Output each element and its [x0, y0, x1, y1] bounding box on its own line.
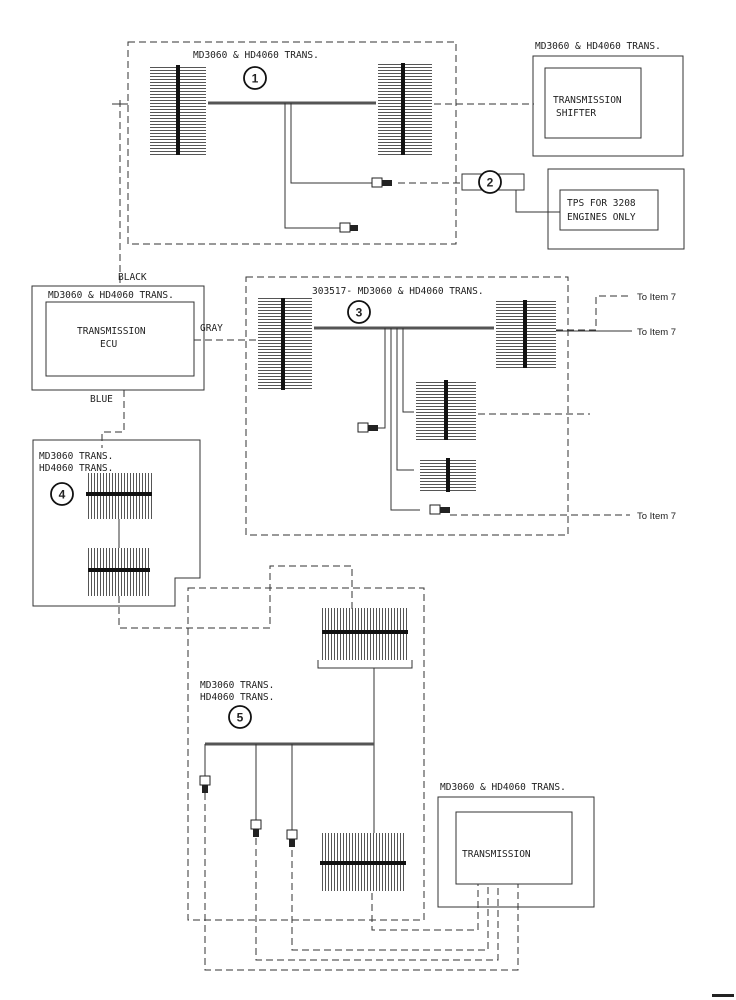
item5-callout[interactable]: 5: [228, 705, 252, 729]
item3-callout[interactable]: 3: [347, 300, 371, 324]
item3-boundary: [245, 276, 569, 536]
item4-callout[interactable]: 4: [50, 482, 74, 506]
item3-small-connector-2: [429, 504, 450, 515]
shifter-header: MD3060 & HD4060 TRANS.: [535, 41, 661, 52]
item1-harness: MD3060 & HD4060 TRANS. 1: [127, 41, 457, 245]
item5-label-line1: MD3060 TRANS.: [200, 680, 274, 691]
item3-right-connector: [496, 300, 556, 368]
item5-top-connector: [317, 608, 413, 669]
shifter-line1: TRANSMISSION: [553, 95, 622, 106]
item5-number: 5: [237, 711, 244, 725]
item5-bottom-connector: [320, 833, 406, 891]
item3-mid-connector-2: [420, 458, 476, 492]
item2-number: 2: [487, 176, 494, 190]
item4-label-line1: MD3060 TRANS.: [39, 451, 113, 462]
transmission-shifter: MD3060 & HD4060 TRANS. TRANSMISSION SHIF…: [532, 41, 684, 157]
item3-mid-connector-1: [416, 380, 476, 440]
item1-number: 1: [252, 72, 259, 86]
item1-small-connector-2: [339, 222, 358, 233]
corner-mark: [712, 994, 734, 997]
transmission-ecu: BLACK MD3060 & HD4060 TRANS. TRANSMISSIO…: [31, 272, 223, 405]
item3-left-connector: [258, 298, 312, 390]
item5-small-connector-2: [250, 819, 262, 837]
item4-boundary: [32, 439, 201, 607]
transmission-line1: TRANSMISSION: [462, 849, 531, 860]
shifter-line2: SHIFTER: [556, 108, 596, 119]
item1-left-connector: [150, 65, 206, 155]
ecu-header: MD3060 & HD4060 TRANS.: [48, 290, 174, 301]
wire-label-blue: BLUE: [90, 394, 113, 405]
item1-label: MD3060 & HD4060 TRANS.: [193, 50, 319, 61]
item4-number: 4: [59, 488, 66, 502]
ref-top-label[interactable]: To Item 7: [637, 292, 676, 303]
item1-boundary: [127, 41, 457, 245]
ref-middle-label[interactable]: To Item 7: [637, 327, 676, 338]
item3-small-connector-1: [357, 422, 378, 433]
item5-boundary: [187, 587, 425, 921]
item5-small-connector-3: [286, 829, 298, 847]
item4-top-connector: [86, 473, 152, 519]
item4-label-line2: HD4060 TRANS.: [39, 463, 113, 474]
item3-label: 303517- MD3060 & HD4060 TRANS.: [312, 286, 484, 297]
item2-callout[interactable]: 2: [478, 170, 502, 194]
item4-bottom-connector: [88, 548, 150, 596]
tps-line1: TPS FOR 3208: [567, 198, 636, 209]
tps-line2: ENGINES ONLY: [567, 212, 636, 223]
item5-label-line2: HD4060 TRANS.: [200, 692, 274, 703]
item1-right-connector: [378, 63, 432, 155]
wire-label-gray: GRAY: [200, 323, 223, 334]
wire-item4-to-item5: [118, 565, 353, 629]
item1-callout[interactable]: 1: [243, 66, 267, 90]
tps-component: TPS FOR 3208 ENGINES ONLY: [547, 168, 685, 250]
item4-harness: MD3060 TRANS. HD4060 TRANS. 4: [32, 439, 201, 607]
item1-small-connector-1: [371, 177, 392, 188]
item5-small-connector-1: [199, 775, 211, 793]
ecu-line1: TRANSMISSION: [77, 326, 146, 337]
item5-harness: MD3060 TRANS. HD4060 TRANS. 5: [187, 587, 425, 921]
item2-harness: 2: [398, 170, 560, 213]
item3-harness: 303517- MD3060 & HD4060 TRANS. 3: [245, 276, 569, 536]
item3-number: 3: [356, 306, 363, 320]
ref-bottom-label[interactable]: To Item 7: [637, 511, 676, 522]
transmission-header: MD3060 & HD4060 TRANS.: [440, 782, 566, 793]
transmission-component: MD3060 & HD4060 TRANS. TRANSMISSION: [437, 782, 595, 908]
wire-ref-top: [556, 295, 632, 331]
wire-label-black: BLACK: [118, 272, 147, 283]
ecu-line2: ECU: [100, 339, 117, 350]
